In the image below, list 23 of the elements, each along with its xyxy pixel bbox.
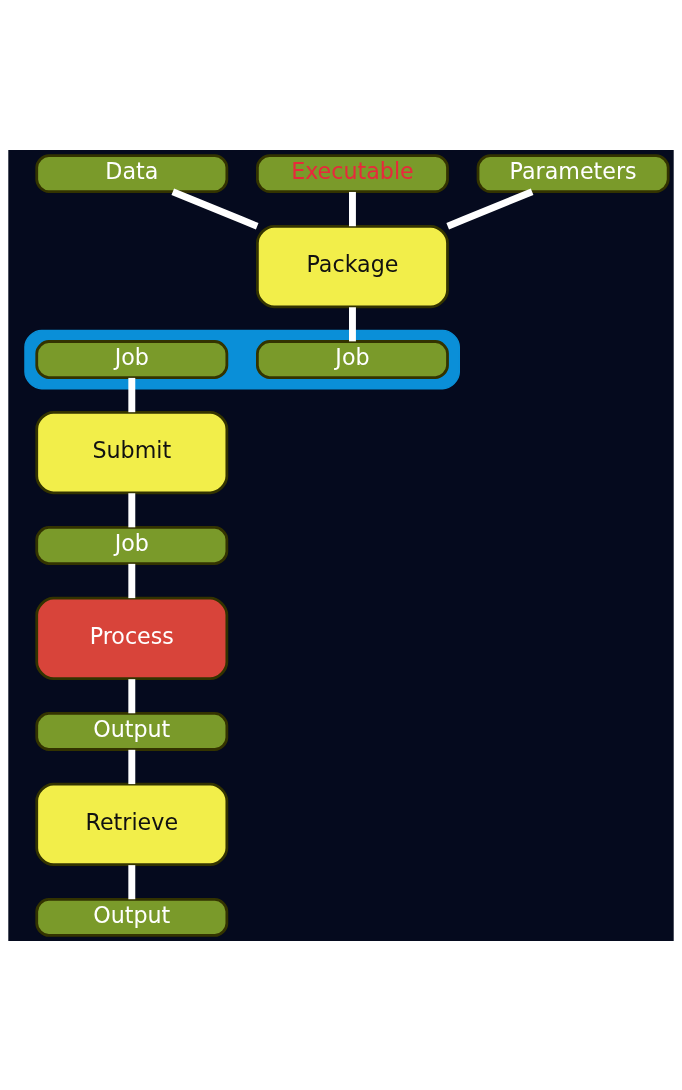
connector [348,306,356,341]
node-box: Job [35,339,229,379]
connector [348,191,356,226]
connector [128,749,136,784]
connector [128,492,136,527]
node-box: Parameters [476,153,670,193]
node-box: Output [35,897,229,937]
connector [128,864,136,899]
connector [128,678,136,713]
connector [446,188,534,229]
node-box: Output [35,711,229,751]
connector [128,563,136,598]
cluster [24,329,460,389]
node-box: Process [35,596,229,680]
node-box: Package [256,224,449,308]
node-box: Submit [35,410,229,494]
node-box: Job [35,525,229,565]
node-box: Executable [256,153,449,193]
node-box: Retrieve [35,782,229,866]
connector [171,188,259,229]
node-box: Job [256,339,449,379]
node-box: Data [35,153,229,193]
connector [128,377,136,412]
